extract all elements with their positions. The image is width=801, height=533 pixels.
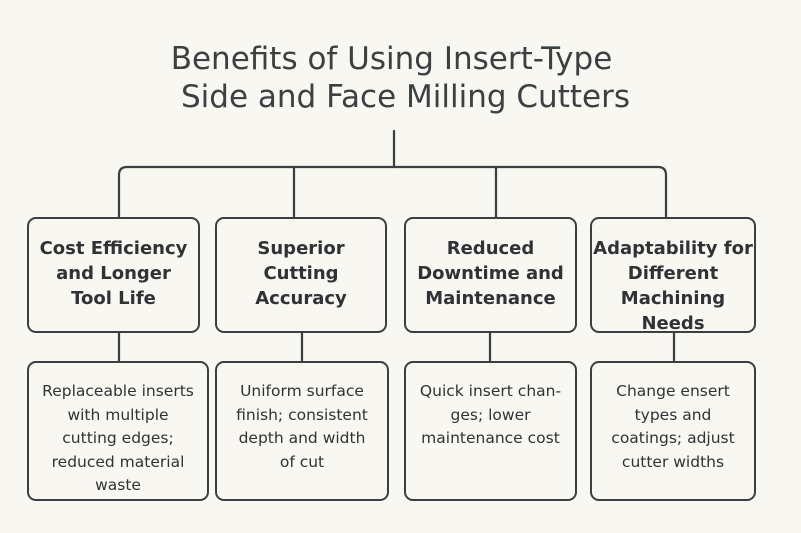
detail-line: types and [634, 405, 712, 424]
heading-line: and Longer [56, 263, 171, 284]
detail-line: ges; lower [450, 405, 531, 424]
detail-line: depth and width [238, 429, 366, 447]
detail-line: waste [95, 476, 141, 494]
detail-line: cutter widths [621, 452, 725, 471]
diagram-title: Benefits of Using Insert-Type Side and F… [0, 40, 801, 116]
heading-line: Tool Life [71, 288, 156, 309]
detail-line: Change ensert [616, 382, 730, 400]
detail-line: finish; consistent [236, 405, 368, 424]
benefit-detail-box: Quick insert chan- ges; lower maintenanc… [404, 361, 577, 501]
heading-line: Adaptability for [593, 238, 753, 259]
detail-line: Replaceable inserts [42, 382, 194, 400]
detail-line: cutting edges; [62, 429, 174, 447]
benefit-heading-box: Superior Cutting Accuracy [215, 217, 387, 333]
heading-line: Downtime and [417, 263, 564, 284]
benefit-detail-box: Replaceable inserts with multiple cuttin… [27, 361, 209, 501]
detail-line: Quick insert chan- [419, 382, 562, 400]
title-line-1: Benefits of Using Insert-Type [170, 41, 613, 77]
heading-line: Superior [257, 238, 345, 259]
heading-line: Needs [641, 313, 705, 334]
heading-line: Reduced [446, 238, 535, 259]
title-line-2: Side and Face Milling Cutters [181, 79, 630, 115]
detail-line: maintenance cost [421, 429, 560, 447]
benefit-detail-box: Uniform surface finish; consistent depth… [215, 361, 389, 501]
detail-line: Uniform surface [240, 382, 364, 400]
detail-line: with multiple [67, 405, 169, 424]
detail-line: reduced material [51, 452, 185, 471]
heading-line: Cutting [263, 263, 339, 284]
heading-line: Different [627, 263, 719, 284]
heading-line: Accuracy [255, 288, 347, 309]
benefit-detail-box: Change ensert types and coatings; adjust… [590, 361, 756, 501]
detail-line: coatings; adjust [611, 429, 735, 447]
heading-line: Maintenance [425, 288, 556, 309]
branch-bar [117, 165, 668, 219]
heading-line: Machining [620, 288, 726, 309]
benefit-heading-box: Cost Efficiency and Longer Tool Life [27, 217, 200, 333]
detail-line: of cut [279, 452, 325, 471]
benefit-heading-box: Adaptability for Different Machining Nee… [590, 217, 756, 334]
benefit-heading-box: Reduced Downtime and Maintenance [404, 217, 577, 333]
heading-line: Cost Efficiency [39, 238, 188, 259]
